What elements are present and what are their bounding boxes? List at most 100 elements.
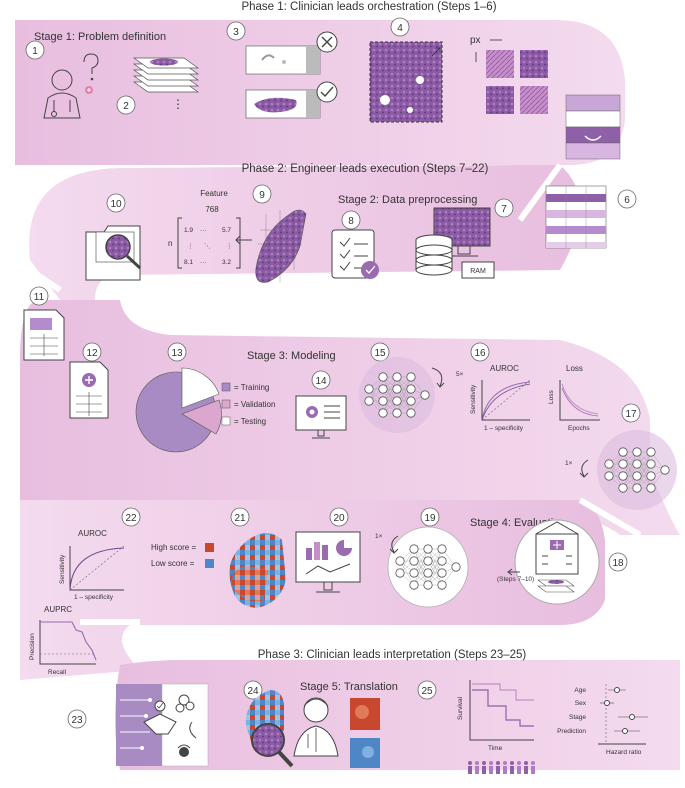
step-2: 2: [116, 95, 136, 115]
repeat-1x-label: 1×: [565, 460, 573, 467]
svg-text:···: ···: [200, 259, 207, 266]
split-legend: = Training = Validation = Testing: [221, 382, 275, 426]
step-7: 7: [494, 198, 514, 218]
svg-text:23: 23: [71, 715, 83, 726]
separator-b: [0, 247, 62, 293]
svg-text:2: 2: [123, 101, 129, 112]
step-4: 4: [390, 17, 410, 37]
svg-text:19: 19: [424, 513, 436, 524]
svg-text:7: 7: [501, 204, 507, 215]
svg-text:10: 10: [110, 199, 122, 210]
step-11: 11: [29, 286, 49, 306]
legend-validation: = Validation: [234, 400, 275, 409]
stack-ellipsis: ⋮: [172, 97, 184, 111]
stage-3-title: Stage 3: Modeling: [247, 350, 336, 362]
svg-text:4: 4: [397, 23, 403, 34]
svg-text:8.1: 8.1: [184, 259, 193, 266]
svg-text:n: n: [168, 239, 172, 248]
handshake-icon: [116, 683, 209, 767]
epochs-label: Epochs: [568, 425, 590, 432]
folder-search-icon: [85, 225, 142, 281]
auprc-curve: [39, 620, 97, 665]
loss-label: Loss: [566, 364, 583, 373]
document-icon: [23, 309, 65, 361]
tile-grid-icon: [369, 41, 443, 123]
phase-3-title: Phase 3: Clinician leads interpretation …: [258, 649, 527, 661]
step-15: 15: [370, 342, 390, 362]
magnifier-icon: [245, 690, 294, 768]
hospital-icon: [514, 519, 600, 605]
auroc-label-2: AUROC: [78, 529, 107, 538]
auroc-curve-2: [69, 545, 125, 591]
legend-training: = Training: [234, 383, 269, 392]
repeat-5x-label: 5×: [456, 371, 464, 378]
svg-text:15: 15: [374, 348, 386, 359]
step-13: 13: [167, 342, 187, 362]
specificity-label-1: 1 – specificity: [484, 425, 524, 432]
svg-text:⋮: ⋮: [226, 243, 233, 250]
svg-text:3.2: 3.2: [222, 259, 231, 266]
document-plus-icon: [69, 361, 109, 419]
svg-text:3: 3: [233, 27, 239, 38]
recall-label: Recall: [48, 669, 67, 676]
sensitivity-label-2: Sensitivity: [59, 554, 66, 584]
svg-text:12: 12: [86, 348, 98, 359]
analytics-monitor-icon: [295, 531, 361, 593]
svg-text:22: 22: [125, 513, 137, 524]
clinician-icon: [43, 69, 81, 119]
table-icon: [545, 185, 607, 249]
forest-plot: [598, 684, 648, 745]
auprc-label: AUPRC: [44, 605, 72, 614]
step-19: 19: [420, 507, 440, 527]
precision-label: Precision: [29, 633, 36, 660]
svg-text:8: 8: [348, 216, 354, 227]
heatmap-tissue-icon: [255, 209, 307, 283]
svg-text:1: 1: [32, 46, 38, 57]
svg-text:18: 18: [612, 558, 624, 569]
step-18: 18: [608, 552, 628, 572]
step-6: 6: [617, 189, 637, 209]
phase-1-title: Phase 1: Clinician leads orchestration (…: [241, 1, 496, 13]
feature-label: Feature: [200, 189, 228, 198]
svg-text:5.7: 5.7: [222, 227, 231, 234]
survival-label: Survival: [457, 696, 464, 720]
svg-text:11: 11: [34, 292, 45, 303]
stage-label: Stage: [569, 714, 586, 721]
stage-1-title: Stage 1: Problem definition: [34, 31, 166, 43]
sex-label: Sex: [575, 700, 587, 707]
high-score-label: High score =: [151, 543, 196, 552]
neural-network-icon-3: [387, 526, 469, 608]
neural-network-icon-2: [597, 430, 677, 510]
svg-text:16: 16: [474, 348, 486, 359]
step-16: 16: [470, 342, 490, 362]
step-8: 8: [341, 210, 361, 230]
slide-rejected: [245, 45, 321, 75]
step-20: 20: [329, 507, 349, 527]
ram-icon: RAM: [461, 261, 495, 279]
low-score-swatch: [205, 559, 214, 568]
feature-dim-label: 768: [205, 205, 219, 214]
svg-text:17: 17: [625, 409, 637, 420]
checklist-icon: [331, 229, 379, 279]
step-24: 24: [243, 680, 263, 700]
svg-text:24: 24: [247, 686, 259, 697]
neural-network-icon: [359, 357, 435, 433]
step-3: 3: [226, 21, 246, 41]
svg-text:6: 6: [624, 195, 630, 206]
step-markers: 1 2 3 4 5 6 7 8 9 10 11 12 13 14 15 16 1…: [25, 17, 641, 729]
slide-accepted: [245, 89, 321, 119]
table-shuffle-icon: [565, 94, 621, 160]
svg-text:RAM: RAM: [470, 268, 486, 275]
accept-icon: [316, 81, 338, 103]
svg-text:···: ···: [200, 227, 207, 234]
doctor-icon: [293, 697, 339, 757]
sensitivity-label-1: Sensitivity: [470, 384, 477, 414]
svg-text:25: 25: [421, 686, 433, 697]
patch-tiles: [486, 50, 548, 114]
specificity-label-2: 1 – specificity: [74, 594, 114, 601]
step-22: 22: [121, 507, 141, 527]
steps-7-10-label: (Steps 7–10): [497, 576, 534, 583]
svg-text:1.9: 1.9: [184, 227, 193, 234]
pie-chart-icon: [135, 367, 222, 453]
